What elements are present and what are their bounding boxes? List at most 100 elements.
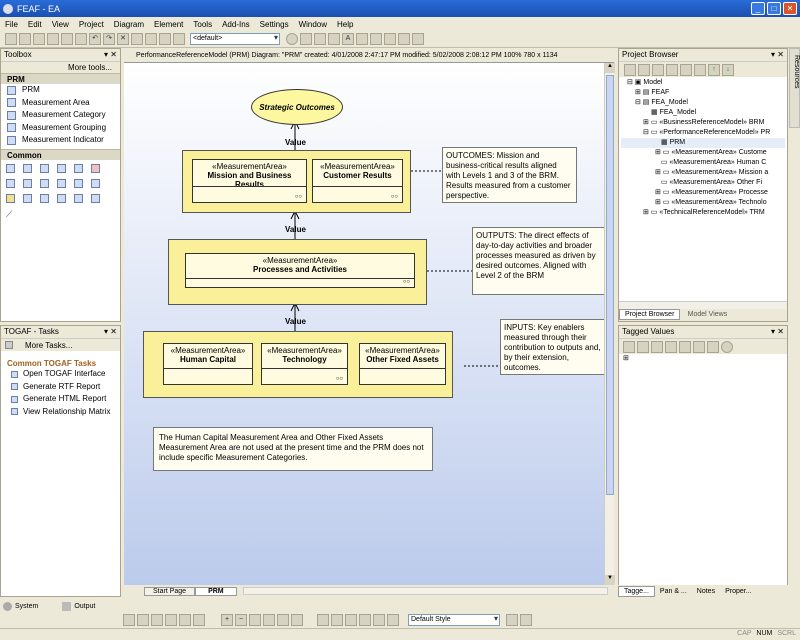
- strategic-outcomes-node[interactable]: Strategic Outcomes: [251, 89, 343, 125]
- zoom-in-icon[interactable]: +: [221, 613, 233, 626]
- diagram-horizontal-scrollbar[interactable]: [242, 587, 608, 595]
- package-icon[interactable]: [328, 33, 340, 45]
- task-generate-rtf[interactable]: Generate RTF Report: [1, 381, 120, 394]
- association-icon[interactable]: [57, 178, 66, 188]
- zoom-width-icon[interactable]: [291, 613, 303, 626]
- more-tasks-button[interactable]: More Tasks...: [1, 338, 120, 351]
- menu-tools[interactable]: Tools: [193, 19, 213, 29]
- tree-node[interactable]: ⊞ ▭ «MeasurementArea» Custome: [655, 149, 767, 156]
- same-width-icon[interactable]: [193, 613, 205, 626]
- scroll-down-icon[interactable]: ▼: [605, 575, 615, 585]
- tree-node[interactable]: ⊟ ▤ FEA_Model: [635, 99, 688, 106]
- help-icon[interactable]: [384, 33, 396, 45]
- filter-icon[interactable]: [707, 340, 719, 353]
- fill-color-icon[interactable]: [317, 613, 329, 626]
- model-icon[interactable]: [638, 63, 650, 76]
- zoom-fit-icon[interactable]: [249, 613, 261, 626]
- task-open-togaf[interactable]: Open TOGAF Interface: [1, 368, 120, 381]
- line-width-icon[interactable]: [359, 613, 371, 626]
- menu-edit[interactable]: Edit: [27, 19, 42, 29]
- tab-model-views[interactable]: Model Views: [687, 311, 728, 318]
- new-tag-icon[interactable]: [651, 340, 663, 353]
- tree-node[interactable]: ⊟ ▭ «PerformanceReferenceModel» PR: [643, 129, 771, 136]
- delete-tag-icon[interactable]: [679, 340, 691, 353]
- align-bottom-icon[interactable]: [179, 613, 191, 626]
- align-top-icon[interactable]: [165, 613, 177, 626]
- close-icon[interactable]: ▾ ✕: [771, 327, 784, 336]
- font-color-icon[interactable]: [345, 613, 357, 626]
- tab-notes[interactable]: Notes: [696, 587, 716, 595]
- line-color-icon[interactable]: [331, 613, 343, 626]
- element-icon[interactable]: [314, 33, 326, 45]
- other-fixed-assets-element[interactable]: «MeasurementArea» Other Fixed Assets: [359, 343, 446, 385]
- outcomes-package[interactable]: «MeasurementArea» Mission and Business R…: [182, 150, 411, 213]
- tool-prm[interactable]: PRM: [1, 84, 120, 97]
- resources-side-tab[interactable]: Resources: [789, 48, 800, 128]
- style-select[interactable]: Default Style: [408, 613, 500, 626]
- page-icon[interactable]: [159, 33, 171, 45]
- document-icon[interactable]: [40, 163, 49, 173]
- appearance-icon[interactable]: [387, 613, 399, 626]
- edit-tag-icon[interactable]: [665, 340, 677, 353]
- find-icon[interactable]: [173, 33, 185, 45]
- tree-node[interactable]: ⊟ ▣ Model: [627, 79, 663, 86]
- preview-icon[interactable]: [131, 33, 143, 45]
- format-painter-icon[interactable]: [373, 613, 385, 626]
- trace-icon[interactable]: [40, 178, 49, 188]
- new-icon[interactable]: [5, 33, 17, 45]
- package-icon[interactable]: [6, 193, 15, 203]
- save-style-icon[interactable]: [520, 613, 532, 626]
- technology-element[interactable]: «MeasurementArea» Technology ○○: [261, 343, 348, 385]
- tool-measurement-grouping[interactable]: Measurement Grouping: [1, 122, 120, 135]
- paint-icon[interactable]: [398, 33, 410, 45]
- customer-results-element[interactable]: «MeasurementArea» Customer Results ○○: [312, 159, 403, 203]
- tool-measurement-area[interactable]: Measurement Area: [1, 97, 120, 110]
- diagram-canvas[interactable]: Strategic Outcomes Value «MeasurementAre…: [124, 63, 604, 585]
- tree-node[interactable]: ▦ FEA_Model: [651, 109, 697, 116]
- new-package-icon[interactable]: [624, 63, 636, 76]
- move-down-icon[interactable]: ↓: [722, 63, 734, 76]
- diagram-vertical-scrollbar[interactable]: ▲ ▼: [604, 63, 615, 585]
- properties-icon[interactable]: [680, 63, 692, 76]
- zoom-out-icon[interactable]: −: [235, 613, 247, 626]
- minimize-button[interactable]: _: [751, 2, 765, 15]
- cut-icon[interactable]: [47, 33, 59, 45]
- expand-icon[interactable]: ⊞: [623, 355, 629, 362]
- sort-icon[interactable]: [623, 340, 635, 353]
- tree-node[interactable]: ⊞ ▭ «MeasurementArea» Technolo: [655, 199, 767, 206]
- tree-node[interactable]: ▭ «MeasurementArea» Human C: [655, 159, 767, 166]
- redo-icon[interactable]: ↷: [103, 33, 115, 45]
- boundary-icon[interactable]: [74, 163, 83, 173]
- sort-alpha-icon[interactable]: [637, 340, 649, 353]
- browser-horizontal-scrollbar[interactable]: [619, 301, 787, 309]
- text-icon[interactable]: A: [342, 33, 354, 45]
- link-icon[interactable]: [23, 193, 32, 203]
- close-icon[interactable]: ▾ ✕: [771, 50, 784, 59]
- target-icon[interactable]: [721, 340, 733, 353]
- task-relationship-matrix[interactable]: View Relationship Matrix: [1, 406, 120, 419]
- maximize-button[interactable]: □: [767, 2, 781, 15]
- inputs-package[interactable]: «MeasurementArea» Human Capital «Measure…: [143, 331, 453, 398]
- copy-icon[interactable]: [666, 63, 678, 76]
- menu-add-ins[interactable]: Add-Ins: [222, 19, 250, 29]
- processes-activities-element[interactable]: «MeasurementArea» Processes and Activiti…: [185, 253, 415, 288]
- menu-help[interactable]: Help: [337, 19, 354, 29]
- delete-icon[interactable]: [694, 63, 706, 76]
- scroll-up-icon[interactable]: ▲: [605, 63, 615, 73]
- generalize-icon[interactable]: [74, 178, 83, 188]
- aggregate-icon[interactable]: [91, 178, 100, 188]
- bottom-note[interactable]: The Human Capital Measurement Area and O…: [153, 427, 433, 471]
- constraint-icon[interactable]: [91, 163, 100, 173]
- paste-icon[interactable]: [75, 33, 87, 45]
- outcomes-note[interactable]: OUTCOMES: Mission and business-critical …: [442, 147, 577, 203]
- delete-icon[interactable]: ✕: [117, 33, 129, 45]
- hyperlink-icon[interactable]: [40, 193, 49, 203]
- tool-measurement-indicator[interactable]: Measurement Indicator: [1, 134, 120, 147]
- note-link-icon[interactable]: ⟋: [6, 208, 13, 219]
- menu-element[interactable]: Element: [154, 19, 184, 29]
- save-icon[interactable]: [33, 33, 45, 45]
- prm-section-header[interactable]: PRM: [1, 73, 120, 84]
- tree-node[interactable]: ▭ «MeasurementArea» Other Fi: [655, 179, 763, 186]
- folder-icon[interactable]: [652, 63, 664, 76]
- inputs-note[interactable]: INPUTS: Key enablers measured through th…: [500, 319, 604, 375]
